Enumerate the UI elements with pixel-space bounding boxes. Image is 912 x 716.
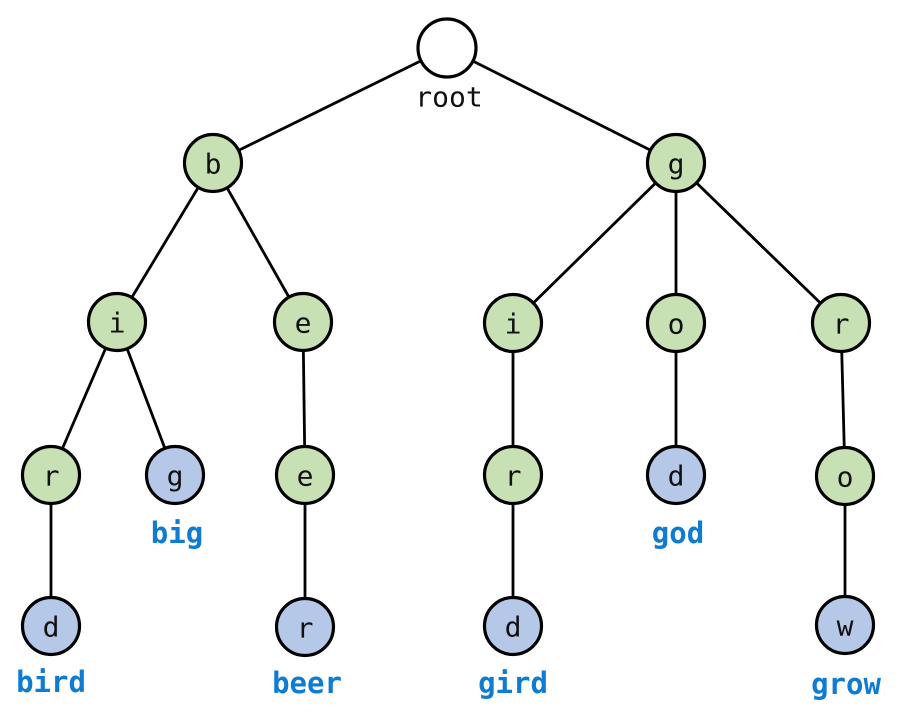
trie-node-bee: e [274, 444, 336, 506]
node-letter-gro: o [837, 461, 854, 494]
word-label-beer: beer [272, 666, 342, 700]
node-circle-god [645, 444, 707, 506]
node-letter-bee: e [297, 460, 314, 493]
node-circle-gird [482, 595, 544, 657]
trie-node-gr: r [810, 292, 872, 354]
trie-node-root: root [415, 17, 483, 114]
node-letter-gir: r [505, 460, 522, 493]
trie-node-bir: r [20, 444, 82, 506]
node-letter-beer: r [297, 612, 314, 645]
node-letter-gi: i [505, 308, 522, 341]
trie-node-god: d god [645, 444, 707, 550]
edge-b-be [211, 162, 305, 323]
edge-g1-gr [675, 161, 842, 325]
edge-b-bi [115, 162, 215, 323]
node-circle-be [272, 291, 334, 353]
root-label: root [415, 81, 482, 114]
edge-root-b [212, 46, 448, 165]
trie-node-big: g big [144, 444, 206, 550]
node-circle-root [416, 17, 478, 79]
trie-node-gird: d gird [478, 595, 548, 700]
node-circle-bee [274, 444, 336, 506]
node-letter-bird: d [43, 611, 60, 644]
edge-g1-gi [512, 162, 677, 324]
trie-node-gi: i [482, 292, 544, 354]
word-label-god: god [652, 516, 704, 550]
trie-node-beer: r beer [272, 596, 342, 700]
node-circle-bi [86, 291, 148, 353]
node-letter-gr: r [833, 308, 850, 341]
node-circle-gro [814, 445, 876, 507]
node-circle-beer [274, 596, 336, 658]
node-circle-b [182, 132, 244, 194]
trie-node-grow: w grow [811, 594, 881, 701]
node-letter-gird: d [505, 611, 522, 644]
node-circle-go [645, 292, 707, 354]
node-circle-g1 [645, 132, 707, 194]
trie-node-be: e [272, 291, 334, 353]
node-letter-g1: g [668, 148, 685, 181]
trie-node-gir: r [482, 444, 544, 506]
node-circle-big [144, 444, 206, 506]
trie-node-gro: o [814, 445, 876, 507]
node-circle-grow [814, 594, 876, 656]
node-circle-bird [20, 595, 82, 657]
node-circle-gr [810, 292, 872, 354]
node-letter-b: b [205, 148, 222, 181]
word-label-big: big [151, 516, 203, 550]
word-label-grow: grow [811, 667, 881, 701]
node-circle-gi [482, 292, 544, 354]
word-label-gird: gird [478, 666, 548, 700]
node-letter-go: o [668, 308, 685, 341]
node-letter-be: e [295, 307, 312, 340]
node-letter-bir: r [43, 460, 60, 493]
trie-node-b: b [182, 132, 244, 194]
node-letter-bi: i [109, 307, 126, 340]
node-letter-god: d [668, 460, 685, 493]
node-letter-big: g [167, 460, 184, 493]
word-label-bird: bird [16, 665, 86, 699]
edge-root-g1 [446, 46, 677, 165]
trie-node-bi: i [86, 291, 148, 353]
trie-node-bird: d bird [16, 595, 86, 699]
trie-node-g1: g [645, 132, 707, 194]
node-circle-gir [482, 444, 544, 506]
trie-node-go: o [645, 292, 707, 354]
node-letter-grow: w [837, 610, 854, 643]
node-circle-bir [20, 444, 82, 506]
